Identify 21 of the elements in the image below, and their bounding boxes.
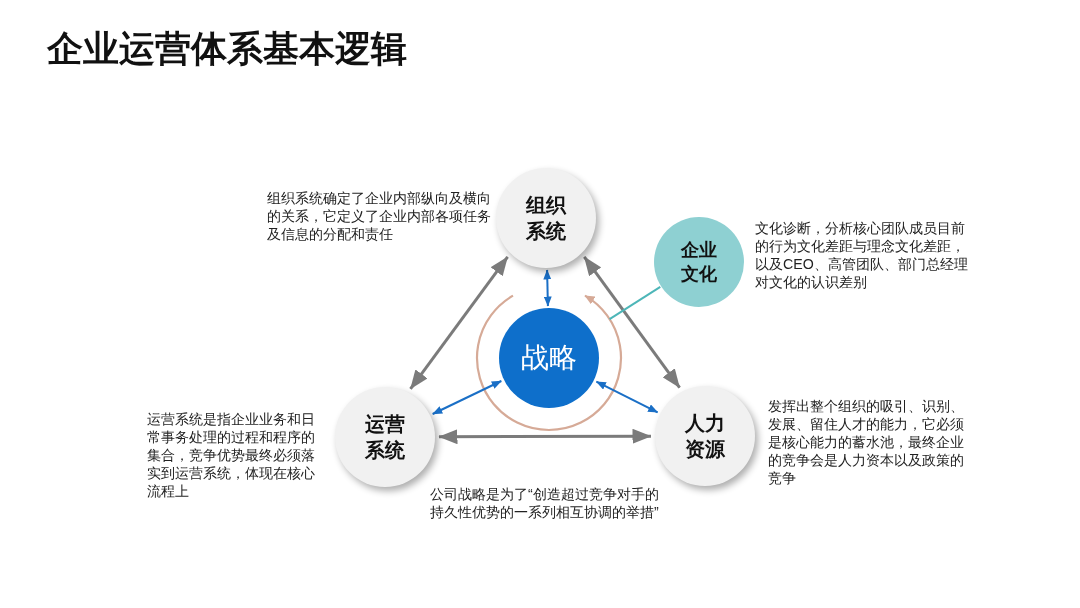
circle-node xyxy=(496,168,596,268)
double-arrow xyxy=(583,256,681,389)
node-label: 组织系统 xyxy=(524,192,568,244)
double-arrow xyxy=(438,428,652,445)
node-label: 人力资源 xyxy=(684,410,726,462)
description-text: 组织系统确定了企业内部纵向及横向的关系，它定义了企业内部各项任务及信息的分配和责任 xyxy=(267,189,491,243)
description-text: 文化诊断，分析核心团队成员目前的行为文化差距与理念文化差距，以及CEO、高管团队、部门总经理对文化的认识差别 xyxy=(755,219,969,291)
description-text: 运营系统是指企业业务和日常事务处理的过程和程序的集合，竞争优势最终必须落实到运营系统，体现在核心流程上 xyxy=(147,410,316,500)
double-arrow xyxy=(543,269,552,307)
connector-line xyxy=(608,285,662,321)
node-label: 运营系统 xyxy=(364,411,406,463)
node-label: 企业文化 xyxy=(680,238,718,286)
title: 企业运营体系基本逻辑 xyxy=(47,28,407,71)
double-arrow xyxy=(431,380,503,415)
circle-node xyxy=(335,387,435,487)
description-text: 发挥出整个组织的吸引、识别、发展、留住人才的能力，它必须是核心能力的蓄水池，最终企业的竞争会是人力资本以及政策的竞争 xyxy=(768,397,965,487)
node-label: 战略 xyxy=(520,341,578,376)
note-text: 公司战略是为了“创造超过竞争对手的持久性优势的一系列相互协调的举措” xyxy=(430,485,660,521)
double-arrow xyxy=(409,255,509,390)
circle-node xyxy=(655,386,755,486)
double-arrow xyxy=(595,380,659,414)
